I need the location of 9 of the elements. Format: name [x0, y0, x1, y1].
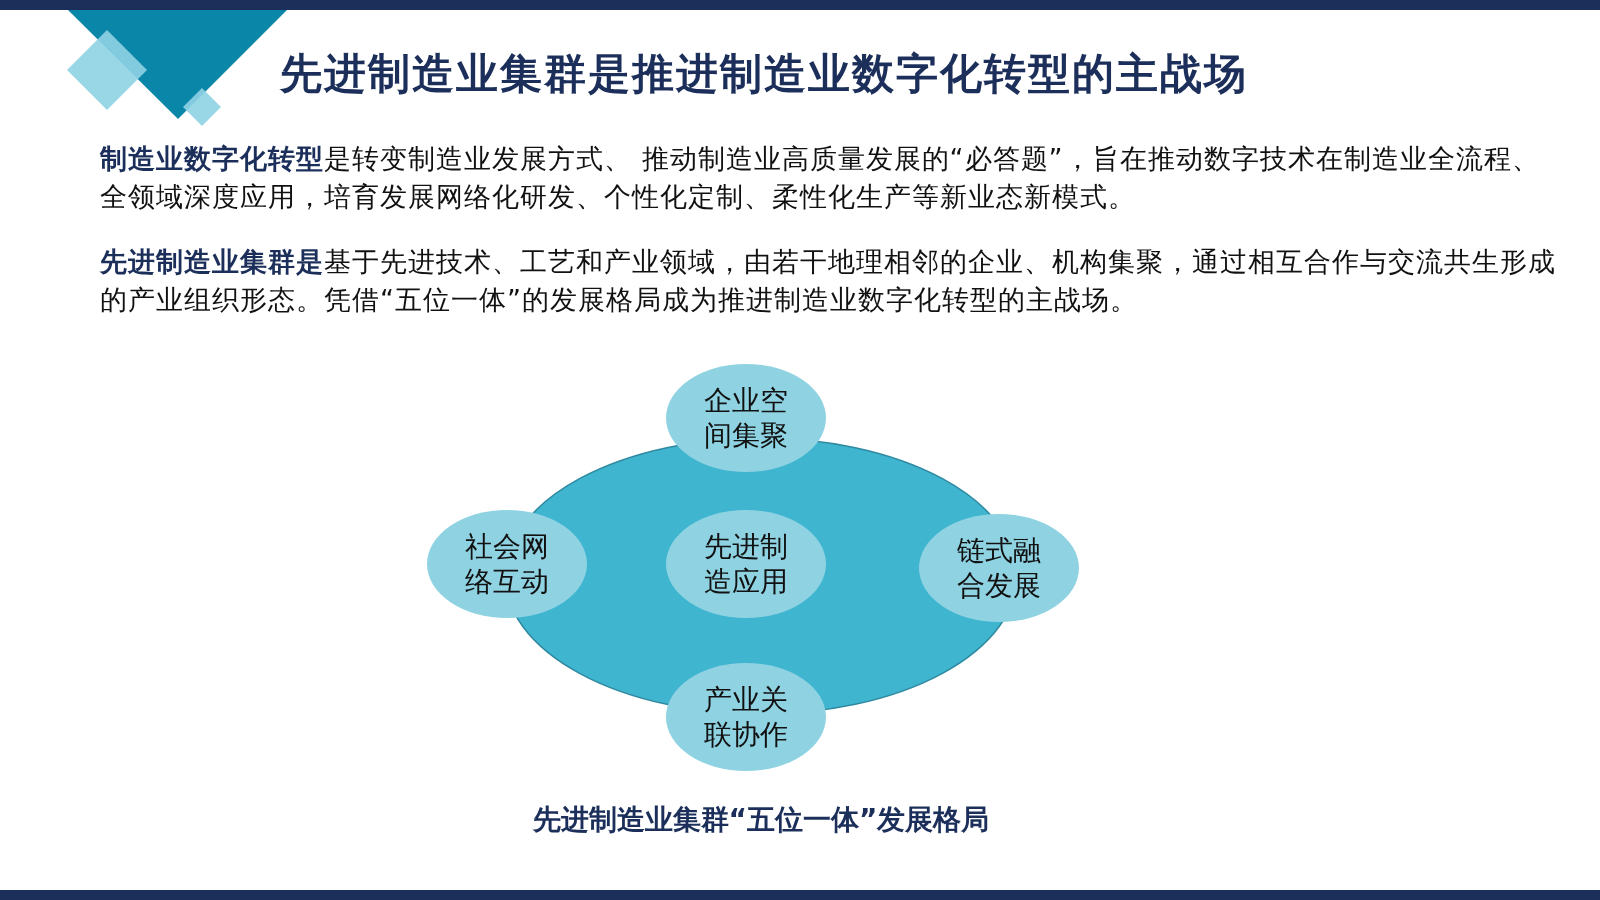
paragraph: 先进制造业集群是基于先进技术、工艺和产业领域，由若干地理相邻的企业、机构集聚，通过相互合作与交流共生形成的产业组织形态。凭借“五位一体”的发展格局成为推进制造业数字化转型的主战场。: [100, 245, 1557, 317]
ellipse-node: 社会网络互动: [426, 509, 588, 619]
paragraph: 制造业数字化转型是转变制造业发展方式、 推动制造业高质量发展的“必答题”，旨在推动数字技术在制造业全流程、全领域深度应用，培育发展网络化研发、个性化定制、柔性化生产等新业态新模式。: [100, 142, 1541, 214]
ellipse-node: 链式融合发展: [918, 513, 1080, 623]
ellipse-node: 企业空间集聚: [665, 363, 827, 473]
caption: 先进制造业集群“五位一体”发展格局: [531, 802, 991, 838]
ellipse-node: 先进制造应用: [665, 509, 827, 619]
ellipse-node: 产业关联协作: [665, 662, 827, 772]
title: 先进制造业集群是推进制造业数字化转型的主战场: [280, 48, 1248, 100]
